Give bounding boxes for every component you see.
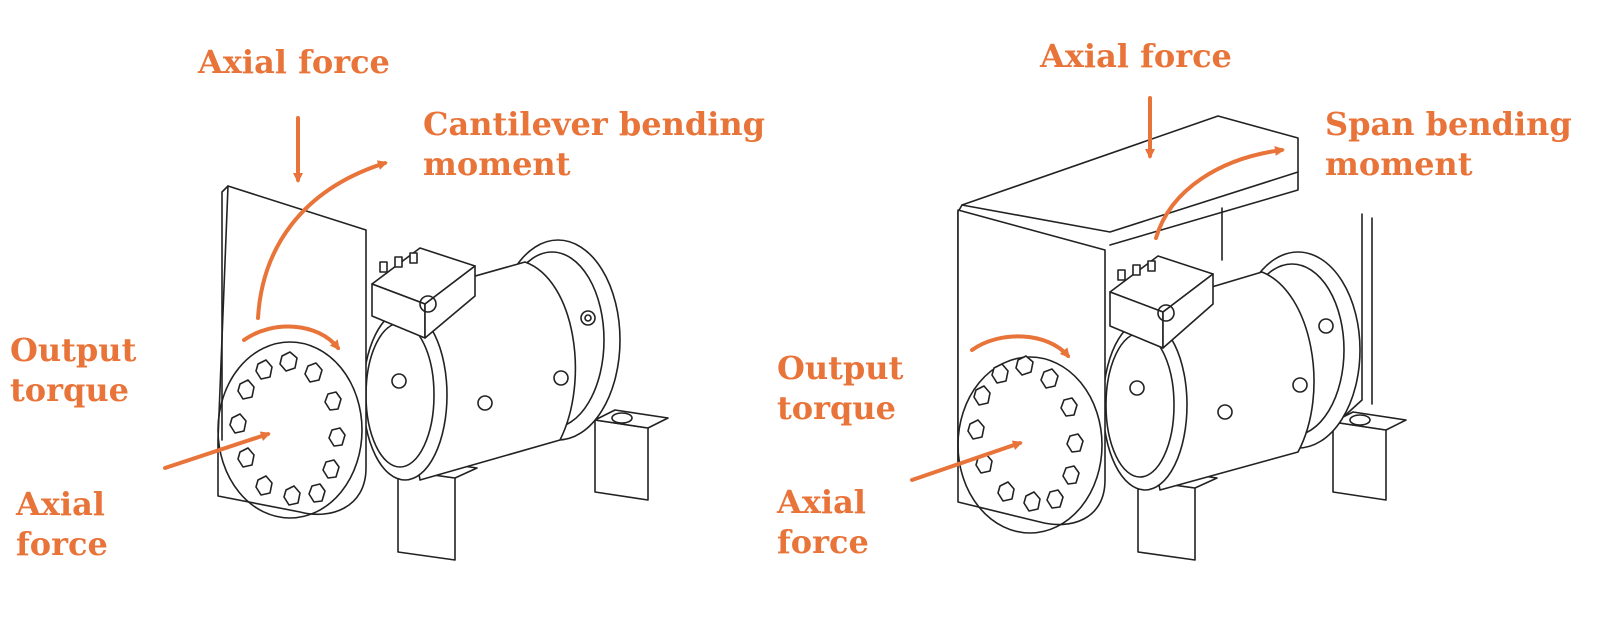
left-output-torque-line1: Output — [10, 331, 137, 369]
right-frame-top — [961, 115, 1299, 233]
right-base-foot-front — [1137, 479, 1196, 561]
left-actuator-drawing — [163, 116, 669, 561]
right-output-torque-label: Output torque — [777, 348, 903, 428]
left-axial-force-text: Axial force — [198, 43, 390, 81]
left-base-foot-rear — [594, 419, 649, 501]
left-axial-force-side-line2: force — [16, 525, 108, 563]
right-bolt-circle — [967, 355, 1084, 512]
left-output-torque-label: Output torque — [10, 330, 136, 410]
right-axial-force-side-label: Axial force — [777, 482, 869, 562]
left-output-plate — [217, 185, 367, 516]
right-span-bending-label: Span bending moment — [1325, 104, 1572, 184]
right-span-bending-line1: Span bending — [1325, 105, 1572, 143]
left-axial-force-side-label: Axial force — [16, 484, 108, 564]
right-output-torque-arrow — [970, 334, 1070, 359]
left-cantilever-bending-line2: moment — [423, 145, 571, 183]
right-span-moment-arrow — [1154, 145, 1285, 240]
left-output-torque-arrow — [242, 324, 340, 351]
right-axial-force-text: Axial force — [1040, 37, 1232, 75]
right-axial-force-side-line2: force — [777, 523, 869, 561]
right-axial-force-side-arrow — [910, 440, 1023, 482]
left-axial-force-side-arrow — [163, 431, 271, 470]
left-cantilever-moment-arrow — [256, 160, 388, 320]
left-cantilever-bending-line1: Cantilever bending — [423, 105, 766, 143]
left-base-foot-front — [397, 469, 456, 561]
left-axial-force-side-line1: Axial — [16, 485, 105, 523]
right-axial-force-side-line1: Axial — [777, 483, 866, 521]
right-output-torque-line2: torque — [777, 389, 896, 427]
right-span-bending-line2: moment — [1325, 145, 1473, 183]
right-output-torque-line1: Output — [777, 349, 904, 387]
right-axial-force-label: Axial force — [1040, 36, 1232, 76]
right-base-foot-rear — [1332, 421, 1387, 501]
left-output-torque-line2: torque — [10, 371, 129, 409]
left-axial-force-label: Axial force — [198, 42, 390, 82]
left-bolt-circle — [229, 351, 346, 506]
left-cantilever-bending-label: Cantilever bending moment — [423, 104, 765, 184]
right-actuator-drawing — [910, 96, 1407, 561]
